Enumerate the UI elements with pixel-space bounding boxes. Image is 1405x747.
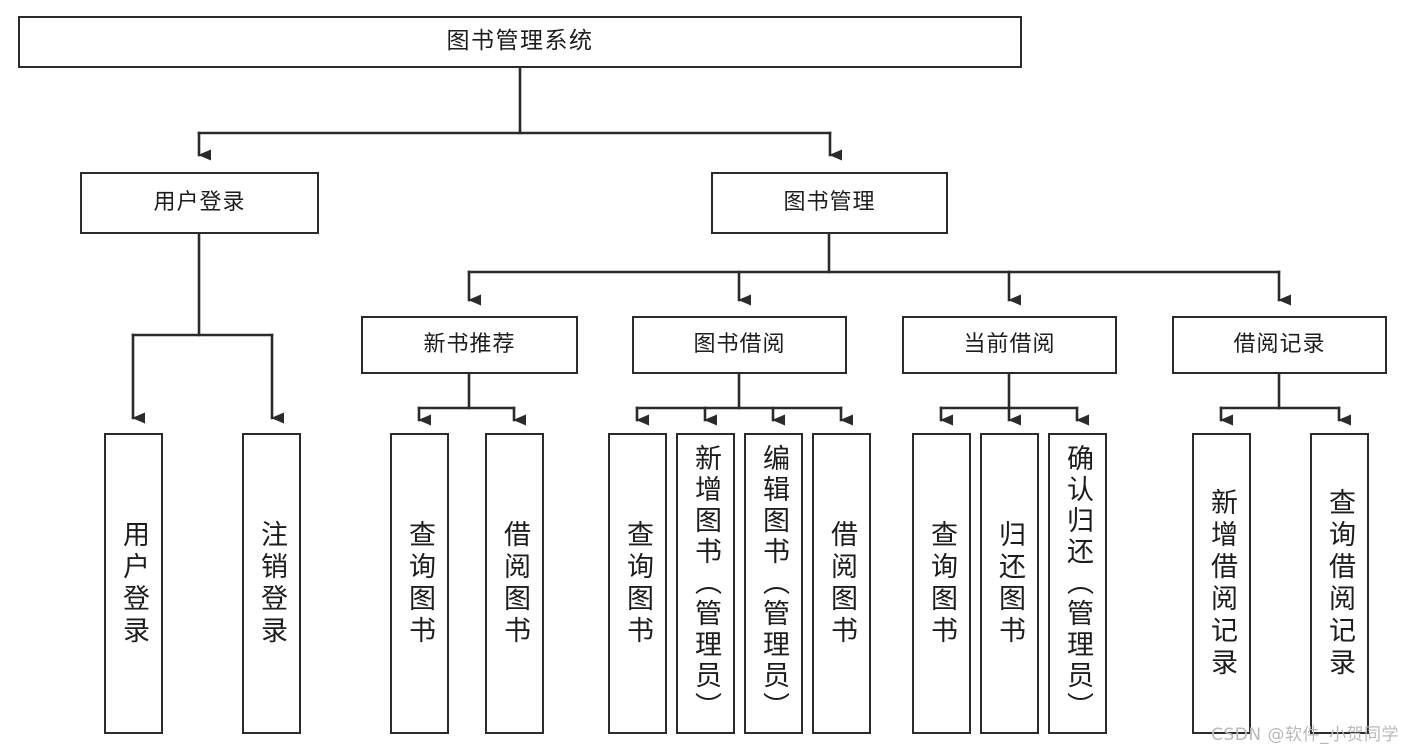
node-label: 查询图书 — [926, 519, 957, 648]
node-new-book-recommend[interactable]: 新书推荐 — [361, 316, 578, 374]
node-label: 新增图书（管理员） — [690, 444, 721, 723]
leaf-add-borrow-record[interactable]: 新增借阅记录 — [1192, 433, 1251, 734]
node-label: 当前借阅 — [963, 331, 1056, 357]
leaf-query-book-borrow[interactable]: 查询图书 — [608, 433, 667, 734]
node-label: 确认归还（管理员） — [1062, 444, 1093, 723]
node-label: 注销登录 — [256, 519, 287, 648]
node-label: 新书推荐 — [423, 331, 516, 357]
node-label: 用户登录 — [153, 189, 246, 215]
node-label: 编辑图书（管理员） — [758, 444, 789, 723]
leaf-borrow-book[interactable]: 借阅图书 — [812, 433, 871, 734]
node-label: 查询图书 — [404, 519, 435, 648]
node-label: 借阅记录 — [1233, 331, 1326, 357]
leaf-query-book-recommend[interactable]: 查询图书 — [390, 433, 449, 734]
node-current-borrow[interactable]: 当前借阅 — [902, 316, 1117, 374]
leaf-add-book-admin[interactable]: 新增图书（管理员） — [676, 433, 735, 734]
node-label: 查询借阅记录 — [1324, 487, 1355, 680]
csdn-watermark: CSDN @软件_小贺同学 — [1211, 725, 1399, 745]
node-label: 查询图书 — [622, 519, 653, 648]
leaf-confirm-return-admin[interactable]: 确认归还（管理员） — [1048, 433, 1107, 734]
leaf-user-login[interactable]: 用户登录 — [104, 433, 163, 734]
node-label: 图书借阅 — [693, 331, 786, 357]
leaf-query-borrow-record[interactable]: 查询借阅记录 — [1310, 433, 1369, 734]
leaf-edit-book-admin[interactable]: 编辑图书（管理员） — [744, 433, 803, 734]
node-label: 新增借阅记录 — [1206, 487, 1237, 680]
node-label: 借阅图书 — [499, 519, 530, 648]
node-borrow-records[interactable]: 借阅记录 — [1172, 316, 1387, 374]
node-label: 图书管理系统 — [446, 28, 594, 55]
node-label: 图书管理 — [783, 189, 876, 215]
leaf-logout[interactable]: 注销登录 — [242, 433, 301, 734]
leaf-query-book-current[interactable]: 查询图书 — [912, 433, 971, 734]
node-user-login[interactable]: 用户登录 — [80, 172, 319, 234]
node-label: 用户登录 — [118, 519, 149, 648]
node-book-borrow[interactable]: 图书借阅 — [632, 316, 847, 374]
leaf-return-book[interactable]: 归还图书 — [980, 433, 1039, 734]
node-root-system[interactable]: 图书管理系统 — [18, 16, 1022, 68]
leaf-borrow-book-recommend[interactable]: 借阅图书 — [485, 433, 544, 734]
node-label: 归还图书 — [994, 519, 1025, 648]
node-book-management[interactable]: 图书管理 — [711, 172, 948, 234]
node-label: 借阅图书 — [826, 519, 857, 648]
